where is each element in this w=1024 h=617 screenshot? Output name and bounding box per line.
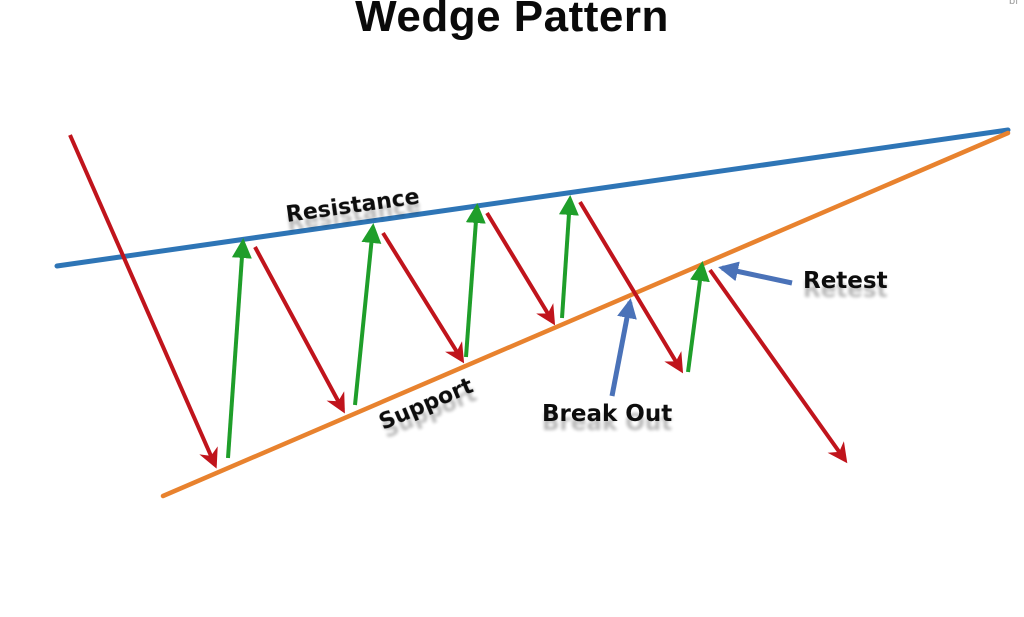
up-arrow <box>226 238 252 459</box>
break-out-pointer-arrow <box>609 298 637 397</box>
down-arrow <box>708 268 848 464</box>
down-arrow <box>381 231 465 364</box>
down-arrow <box>578 200 684 374</box>
retest-pointer-arrow <box>718 261 793 286</box>
up-arrow <box>686 261 710 373</box>
up-arrow <box>353 223 382 406</box>
retest-label-group: Retest <box>803 268 888 294</box>
break-out-label: Break Out <box>542 401 672 427</box>
retest-label: Retest <box>803 268 888 294</box>
up-arrow <box>558 195 579 319</box>
page-title: Wedge Pattern <box>355 0 669 41</box>
up-arrow <box>464 203 486 358</box>
down-arrow <box>253 246 345 414</box>
corner-mark: bl <box>1008 0 1018 7</box>
support-line <box>160 130 1011 499</box>
down-arrow <box>68 134 218 469</box>
resistance-line <box>54 127 1011 269</box>
price-moves <box>68 134 848 469</box>
break-out-label-group: Break Out <box>542 401 672 427</box>
down-arrow <box>485 211 556 326</box>
